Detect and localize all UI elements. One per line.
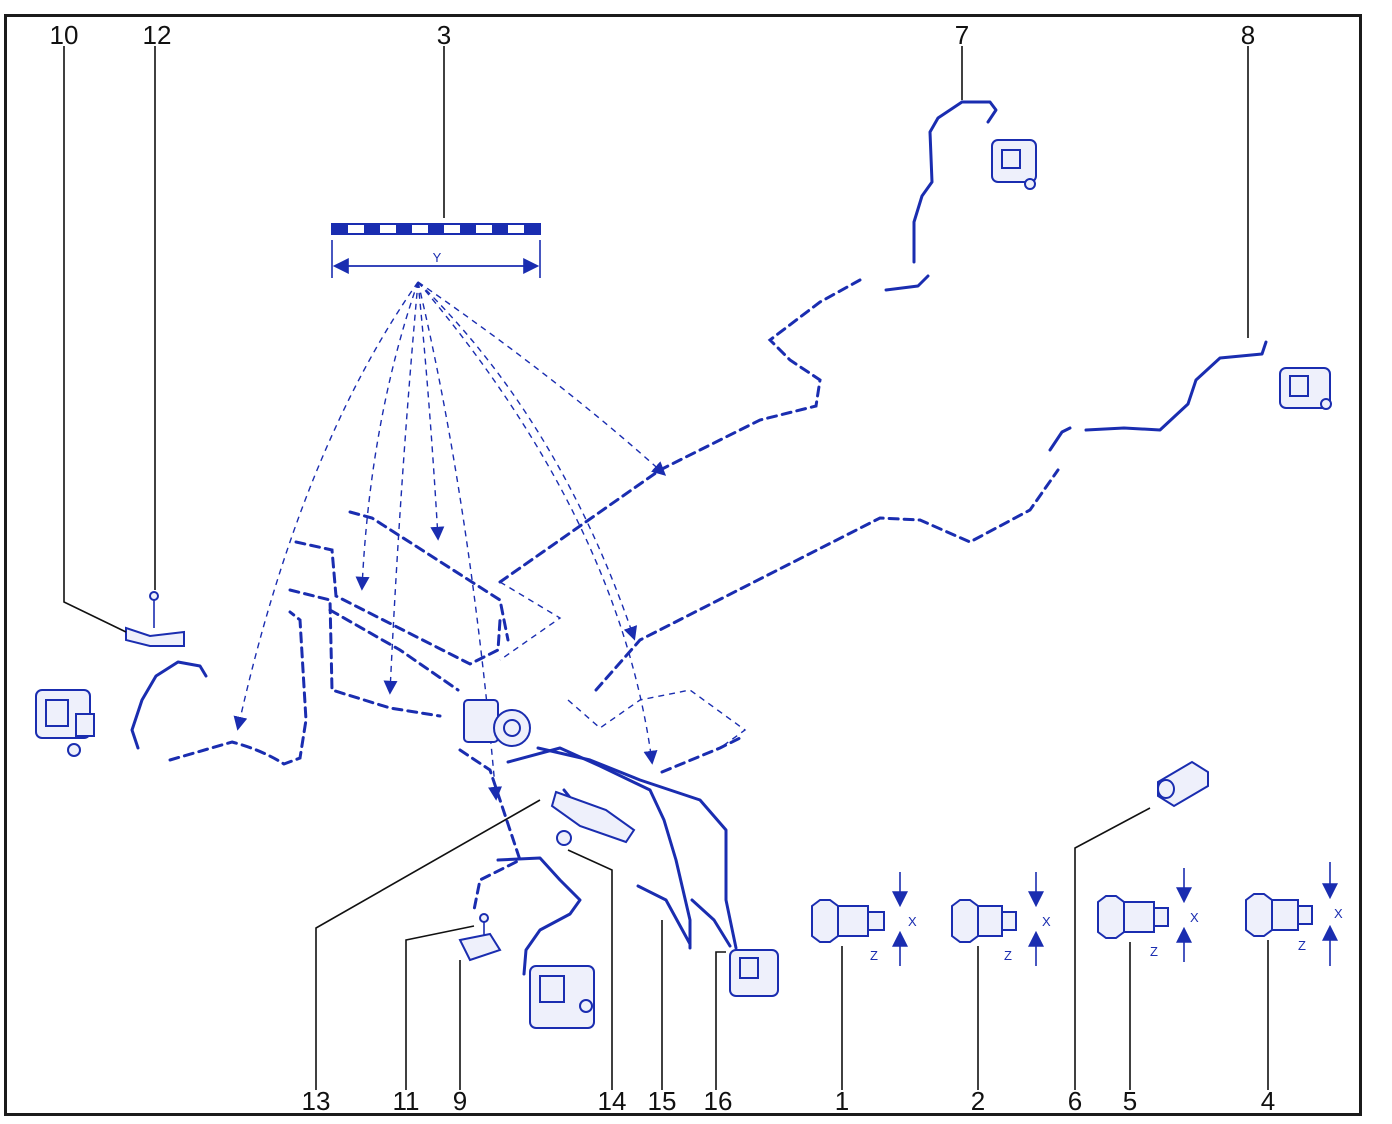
callout-3: 3 bbox=[437, 20, 451, 50]
solid-brake-pipes bbox=[130, 100, 1268, 976]
callout-4: 4 bbox=[1261, 1086, 1275, 1116]
callout-2: 2 bbox=[971, 1086, 985, 1116]
pipe-fitting-1: X Z bbox=[811, 872, 917, 966]
pipe-bracket-12 bbox=[125, 591, 185, 647]
fitting-5-dimension-z: Z bbox=[1150, 944, 1158, 959]
callout-14: 14 bbox=[598, 1086, 627, 1116]
callout-15: 15 bbox=[648, 1086, 677, 1116]
scale-reference-arrows bbox=[233, 281, 667, 801]
pipe-fitting-2: X Z bbox=[951, 872, 1051, 966]
callout-8: 8 bbox=[1241, 20, 1255, 50]
pipe-fitting-5: X Z bbox=[1097, 868, 1199, 962]
fitting-2-dimension-z: Z bbox=[1004, 948, 1012, 963]
callout-5: 5 bbox=[1123, 1086, 1137, 1116]
callout-10: 10 bbox=[50, 20, 79, 50]
callout-6: 6 bbox=[1068, 1086, 1082, 1116]
union-connector-6 bbox=[1157, 760, 1209, 808]
callout-1: 1 bbox=[835, 1086, 849, 1116]
fitting-4-dimension-x: X bbox=[1334, 906, 1343, 921]
callout-11: 11 bbox=[393, 1086, 420, 1116]
pipe-bracket-9 bbox=[458, 913, 502, 962]
callout-12: 12 bbox=[143, 20, 172, 50]
fitting-1-dimension-z: Z bbox=[870, 948, 878, 963]
fitting-2-dimension-x: X bbox=[1042, 914, 1051, 929]
callout-16: 16 bbox=[704, 1086, 733, 1116]
brake-caliper-rear-left bbox=[729, 949, 779, 997]
callout-13: 13 bbox=[302, 1086, 331, 1116]
fitting-5-dimension-x: X bbox=[1190, 910, 1199, 925]
brake-caliper-rear-right bbox=[1279, 367, 1332, 410]
drawing-frame bbox=[4, 14, 1362, 1116]
abs-hydraulic-unit bbox=[463, 699, 531, 747]
dashed-brake-pipes bbox=[168, 278, 1060, 912]
leader-lines bbox=[63, 46, 1269, 1090]
pipe-fitting-4: X Z bbox=[1245, 862, 1343, 966]
callout-9: 9 bbox=[453, 1086, 467, 1116]
callout-7: 7 bbox=[955, 20, 969, 50]
pipe-length-scale: Y bbox=[331, 223, 541, 278]
brake-caliper-front-left bbox=[35, 689, 95, 757]
pipe-clip-13-14 bbox=[550, 790, 636, 846]
fitting-4-dimension-z: Z bbox=[1298, 938, 1306, 953]
fitting-1-dimension-x: X bbox=[908, 914, 917, 929]
dimension-y-label: Y bbox=[433, 250, 442, 265]
brake-caliper-rear-right-upper bbox=[991, 139, 1037, 190]
callout-numbers: 10 12 3 7 8 13 11 9 14 15 16 1 2 6 5 4 bbox=[50, 20, 1276, 1116]
brake-caliper-front-right bbox=[529, 965, 595, 1029]
